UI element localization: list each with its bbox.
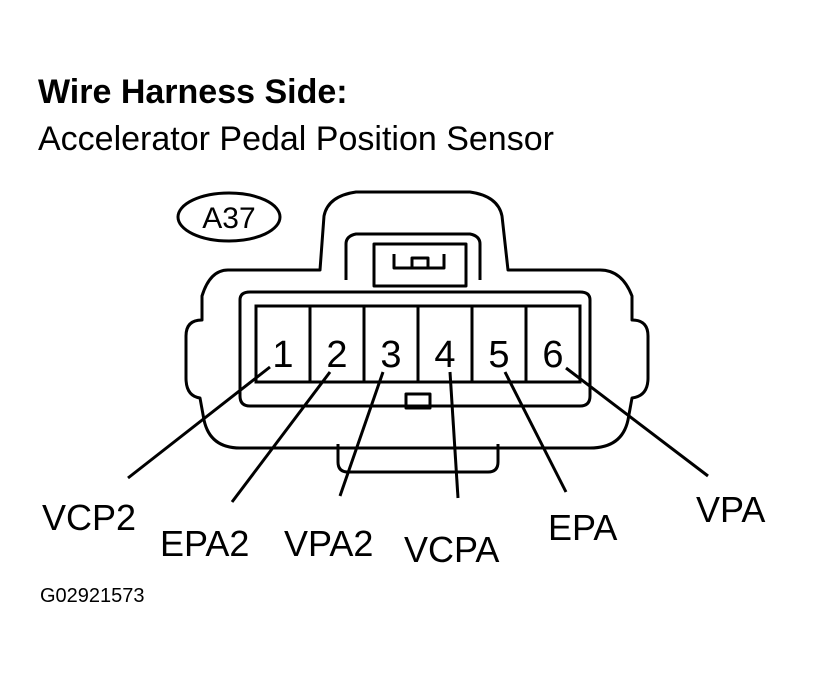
leader-line-pin-6 — [565, 366, 709, 478]
pin-number-3: 3 — [380, 334, 401, 376]
signal-label-vpa: VPA — [696, 489, 765, 530]
leader-line-pin-1 — [127, 365, 271, 480]
housing-bottom-tab — [336, 444, 500, 474]
signal-label-epa: EPA — [548, 507, 617, 548]
connector-id-text: A37 — [202, 202, 255, 235]
latch-window — [372, 242, 468, 288]
pin-number-2: 2 — [326, 334, 347, 376]
signal-label-vcp2: VCP2 — [42, 497, 136, 538]
diagram-subtitle: Accelerator Pedal Position Sensor — [38, 120, 554, 158]
connector-inner-housing — [238, 290, 592, 408]
housing-latch — [344, 232, 482, 280]
connector-outer-housing — [184, 190, 650, 450]
diagram-title: Wire Harness Side: — [38, 73, 348, 111]
leader-line-pin-4 — [448, 371, 460, 499]
leader-line-pin-5 — [503, 371, 568, 493]
signal-label-epa2: EPA2 — [160, 523, 249, 564]
leader-line-pin-2 — [230, 371, 332, 503]
pin-cavity-6 — [524, 304, 582, 384]
connector-id-ellipse — [176, 191, 282, 243]
figure-code: G02921573 — [40, 585, 145, 607]
leader-line-pin-3 — [338, 371, 385, 497]
pin-number-6: 6 — [542, 334, 563, 376]
pin-number-4: 4 — [434, 334, 455, 376]
signal-label-vcpa: VCPA — [404, 529, 499, 570]
key-notch — [404, 392, 432, 410]
signal-label-vpa2: VPA2 — [284, 523, 373, 564]
latch-lock-icon — [392, 254, 446, 270]
pin-number-1: 1 — [272, 334, 293, 376]
pin-number-5: 5 — [488, 334, 509, 376]
